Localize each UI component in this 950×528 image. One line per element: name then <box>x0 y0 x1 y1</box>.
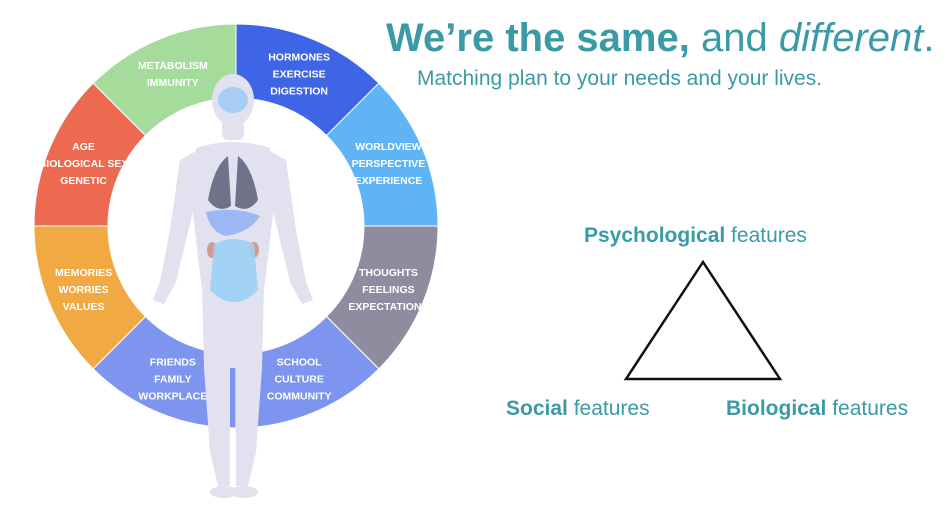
headline-and: and <box>689 16 779 60</box>
wheel-label-friends-2: WORKPLACE <box>138 390 207 402</box>
human-body-figure <box>153 74 313 498</box>
wheel-label-age-0: AGE <box>72 141 95 153</box>
wheel-label-school-2: COMMUNITY <box>267 390 332 402</box>
wheel-label-school-0: SCHOOL <box>277 356 323 368</box>
wheel-label-friends-0: FRIENDS <box>150 356 196 368</box>
social-features-label: Social features <box>506 397 650 421</box>
wheel-label-worldview-2: EXPERIENCE <box>355 175 423 187</box>
liver-organ <box>206 209 260 236</box>
wheel-label-memories-1: WORRIES <box>58 284 108 296</box>
wheel-label-thoughts-2: EXPECTATIONS <box>348 301 428 313</box>
social-bold: Social <box>506 397 568 420</box>
biological-features-label: Biological features <box>726 397 908 421</box>
headline-different: different <box>778 16 924 60</box>
brain-organ <box>218 87 248 113</box>
wheel-label-age-1: BIOLOGICAL SEX <box>39 158 129 170</box>
headline-period: . <box>923 16 935 60</box>
headline-same: We’re the same, <box>386 16 690 60</box>
wheel-label-metabolism-0: METABOLISM <box>138 60 208 72</box>
biological-bold: Biological <box>726 397 827 420</box>
left-lung-organ <box>208 156 231 209</box>
biological-rest: features <box>826 397 909 420</box>
wheel-label-metabolism-1: IMMUNITY <box>147 77 199 89</box>
wheel-label-memories-2: VALUES <box>63 301 105 313</box>
wheel-label-thoughts-0: THOUGHTS <box>359 267 418 279</box>
psychological-features-label: Psychological features <box>584 224 807 248</box>
subtitle: Matching plan to your needs and your liv… <box>417 67 823 90</box>
triangle-shape <box>623 259 783 381</box>
wheel-label-hormones-2: DIGESTION <box>270 86 328 98</box>
headline: We’re the same, and different. <box>386 14 946 62</box>
social-rest: features <box>567 397 650 420</box>
wheel-label-memories-0: MEMORIES <box>55 267 112 279</box>
psychological-rest: features <box>725 224 807 247</box>
wheel-label-thoughts-1: FEELINGS <box>362 284 415 296</box>
wheel-label-hormones-1: EXERCISE <box>273 69 326 81</box>
wheel-label-worldview-0: WORLDVIEW <box>355 141 422 153</box>
wheel-label-age-2: GENETIC <box>60 175 107 187</box>
intestines-organ <box>210 239 258 302</box>
wheel-label-hormones-0: HORMONES <box>268 52 330 64</box>
body-wheel-diagram: HORMONES EXERCISE DIGESTION WORLDVIEW PERSPE… <box>33 23 439 498</box>
wheel-label-school-1: CULTURE <box>274 373 323 385</box>
right-lung-organ <box>235 156 258 209</box>
features-triangle <box>623 259 783 381</box>
psychological-bold: Psychological <box>584 224 726 247</box>
wheel-label-friends-1: FAMILY <box>154 373 192 385</box>
wheel-label-worldview-1: PERSPECTIVE <box>352 158 426 170</box>
